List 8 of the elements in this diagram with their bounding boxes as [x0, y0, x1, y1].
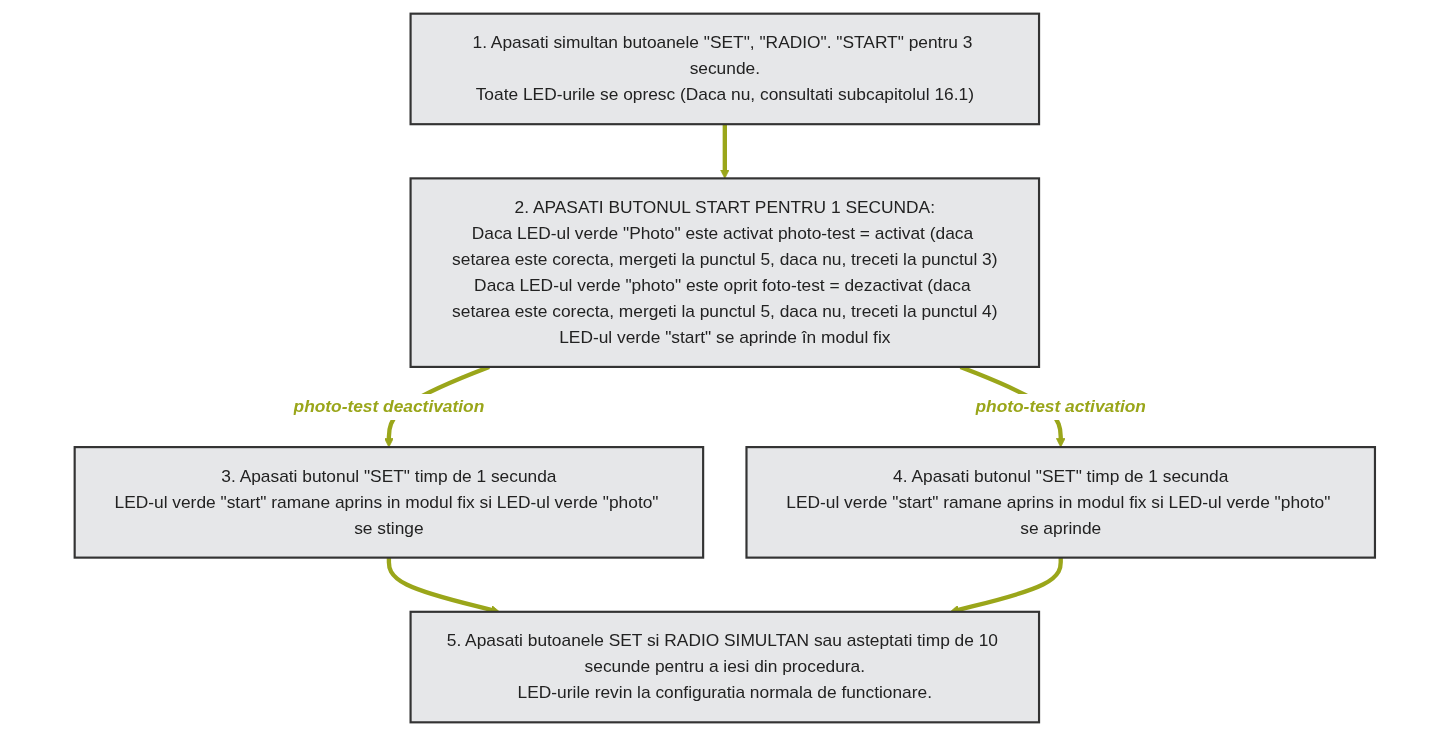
edge-label: photo-test activation [975, 397, 1146, 416]
node-box: 3. Apasati butonul "SET" timp de 1 secunda LED-ul verde "start" ramane aprins in modul fix si LED-ul verde "photo" se stinge [73, 446, 704, 559]
node-box: 4. Apasati butonul "SET" timp de 1 secunda LED-ul verde "start" ramane aprins in modul fix si LED-ul verde "photo" se aprinde [745, 446, 1376, 559]
arrow [719, 124, 730, 179]
node-box: 5. Apasati butoanele SET si RADIO SIMULTAN sau asteptati timp de 10 secunde pentru a iesi din procedura. LED-urile revin la configuratia normala de functionare. [409, 610, 1040, 724]
edge-label: photo-test deactivation [293, 397, 484, 416]
node-box: 1. Apasati simultan butoanele "SET", "RADIO". "START" pentru 3 secunde. Toate LED-urile se opresc (Daca nu, consultati subcapitolul 16.1) [409, 12, 1040, 126]
node-box: 2. APASATI BUTONUL START PENTRU 1 SECUNDA: Daca LED-ul verde "Photo" este activat photo-test = activat (daca setarea este corecta, mergeti la punctul 5, daca nu, treceti la punctul 3) Daca LED-ul verde "photo" este oprit foto-test = dezactivat (daca setarea este corecta, mergeti la punctul 5, daca nu, treceti la punctul 4) LED-ul verde "start" se aprinde în modul fix [409, 177, 1040, 368]
